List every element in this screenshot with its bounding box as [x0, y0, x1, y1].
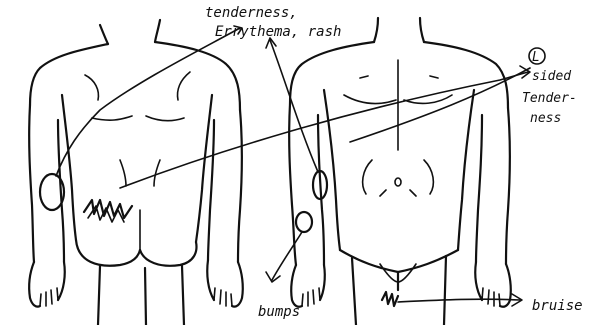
- bruise-label: bruise: [532, 298, 583, 314]
- back-view-figure: [29, 20, 243, 325]
- front-view-figure: [289, 18, 511, 325]
- tenderness-label-line1: tenderness,: [205, 5, 298, 21]
- sided-tenderness-line3: ness: [530, 111, 561, 126]
- side-marker-label: L: [532, 50, 540, 65]
- sided-tenderness-line1: sided: [532, 69, 571, 84]
- bumps-label: bumps: [258, 304, 300, 320]
- sided-tenderness-line2: Tender-: [522, 91, 577, 106]
- tenderness-label-line2: Errythema, rash: [215, 24, 341, 40]
